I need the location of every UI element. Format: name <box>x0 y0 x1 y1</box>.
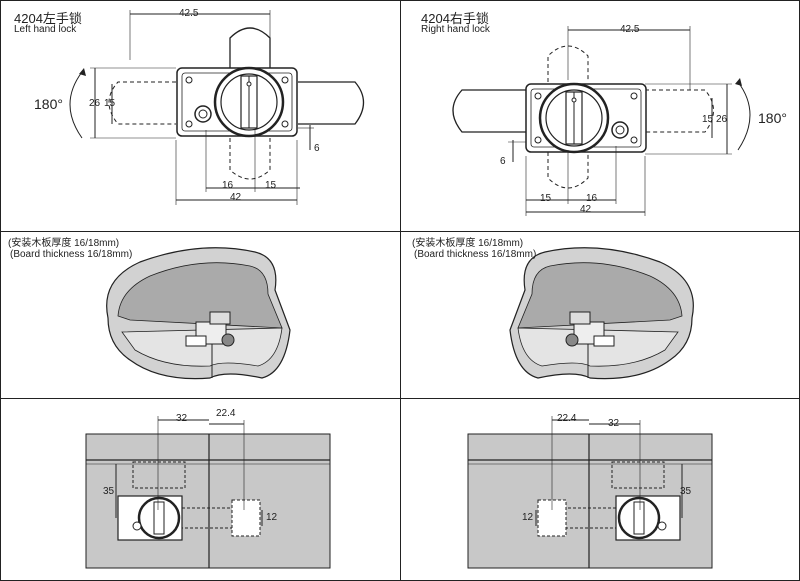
bl-dim-width-b: 22.4 <box>216 408 236 419</box>
left-angle-label: 180° <box>34 96 63 112</box>
left-subtitle: Left hand lock <box>14 24 77 35</box>
left-dim-right-gap: 15 <box>265 180 277 191</box>
right-title: 4204右手锁 <box>421 11 489 26</box>
right-dim-offset: 6 <box>500 156 506 167</box>
right-dim-total: 42 <box>580 204 592 215</box>
left-dim-height-inner: 15 <box>104 98 116 109</box>
right-dim-height-inner: 15 <box>702 114 714 125</box>
left-dim-top: 42.5 <box>179 8 199 19</box>
right-installation-view <box>467 416 713 569</box>
right-dim-right-gap: 16 <box>586 193 598 204</box>
right-subtitle: Right hand lock <box>421 24 490 35</box>
left-board-illustration <box>106 247 291 380</box>
right-install-note-cn: (安装木板厚度 16/18mm) <box>412 238 524 249</box>
left-install-note-en: (Board thickness 16/18mm) <box>10 249 133 260</box>
right-install-note-en: (Board thickness 16/18mm) <box>414 249 537 260</box>
left-dim-left-gap: 16 <box>222 180 234 191</box>
bl-dim-height: 35 <box>103 486 115 497</box>
left-dim-total: 42 <box>230 192 242 203</box>
right-board-illustration <box>509 247 694 380</box>
left-installation-view <box>85 416 331 569</box>
br-dim-small: 12 <box>522 512 534 523</box>
br-dim-height: 35 <box>680 486 692 497</box>
left-title: 4204左手锁 <box>14 11 82 26</box>
right-dim-left-gap: 15 <box>540 193 552 204</box>
left-install-note-cn: (安装木板厚度 16/18mm) <box>8 238 120 249</box>
br-dim-width-a: 32 <box>608 418 620 429</box>
right-dim-height-outer: 26 <box>716 114 728 125</box>
right-dim-top: 42.5 <box>620 24 640 35</box>
right-lock-drawing <box>452 26 751 216</box>
bl-dim-small: 12 <box>266 512 278 523</box>
br-dim-width-b: 22.4 <box>557 413 577 424</box>
bl-dim-width-a: 32 <box>176 413 188 424</box>
left-dim-height-outer: 26 <box>89 98 101 109</box>
left-dim-offset: 6 <box>314 143 320 154</box>
left-lock-drawing <box>69 10 365 205</box>
right-angle-label: 180° <box>758 110 787 126</box>
